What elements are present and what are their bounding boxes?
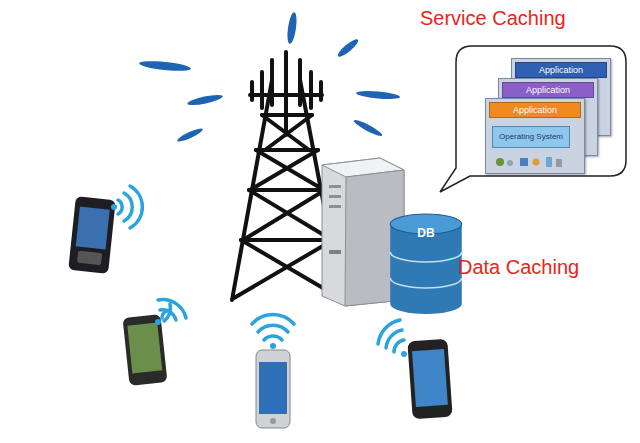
- caption-label: Service Caching: [420, 7, 566, 30]
- window-title: Application: [515, 62, 607, 78]
- radio-waves: [139, 12, 400, 144]
- os-box: Operating System: [492, 126, 570, 148]
- wifi-signal: [118, 186, 404, 352]
- window-title: Application: [489, 102, 581, 118]
- database-cylinder: DB: [388, 212, 464, 316]
- window-title: Application: [502, 82, 594, 98]
- phone: [123, 314, 168, 386]
- icon-row: [494, 155, 574, 169]
- node-text: DB: [388, 226, 464, 240]
- caption-label: Data Caching: [458, 256, 579, 279]
- phone: [68, 196, 116, 274]
- speech-bubble: [440, 46, 626, 192]
- phone: [256, 350, 290, 428]
- node-text: Operating System: [493, 127, 569, 146]
- wifi-dot: [111, 204, 407, 357]
- phone: [407, 339, 452, 420]
- application-window: ApplicationOperating System: [485, 98, 585, 174]
